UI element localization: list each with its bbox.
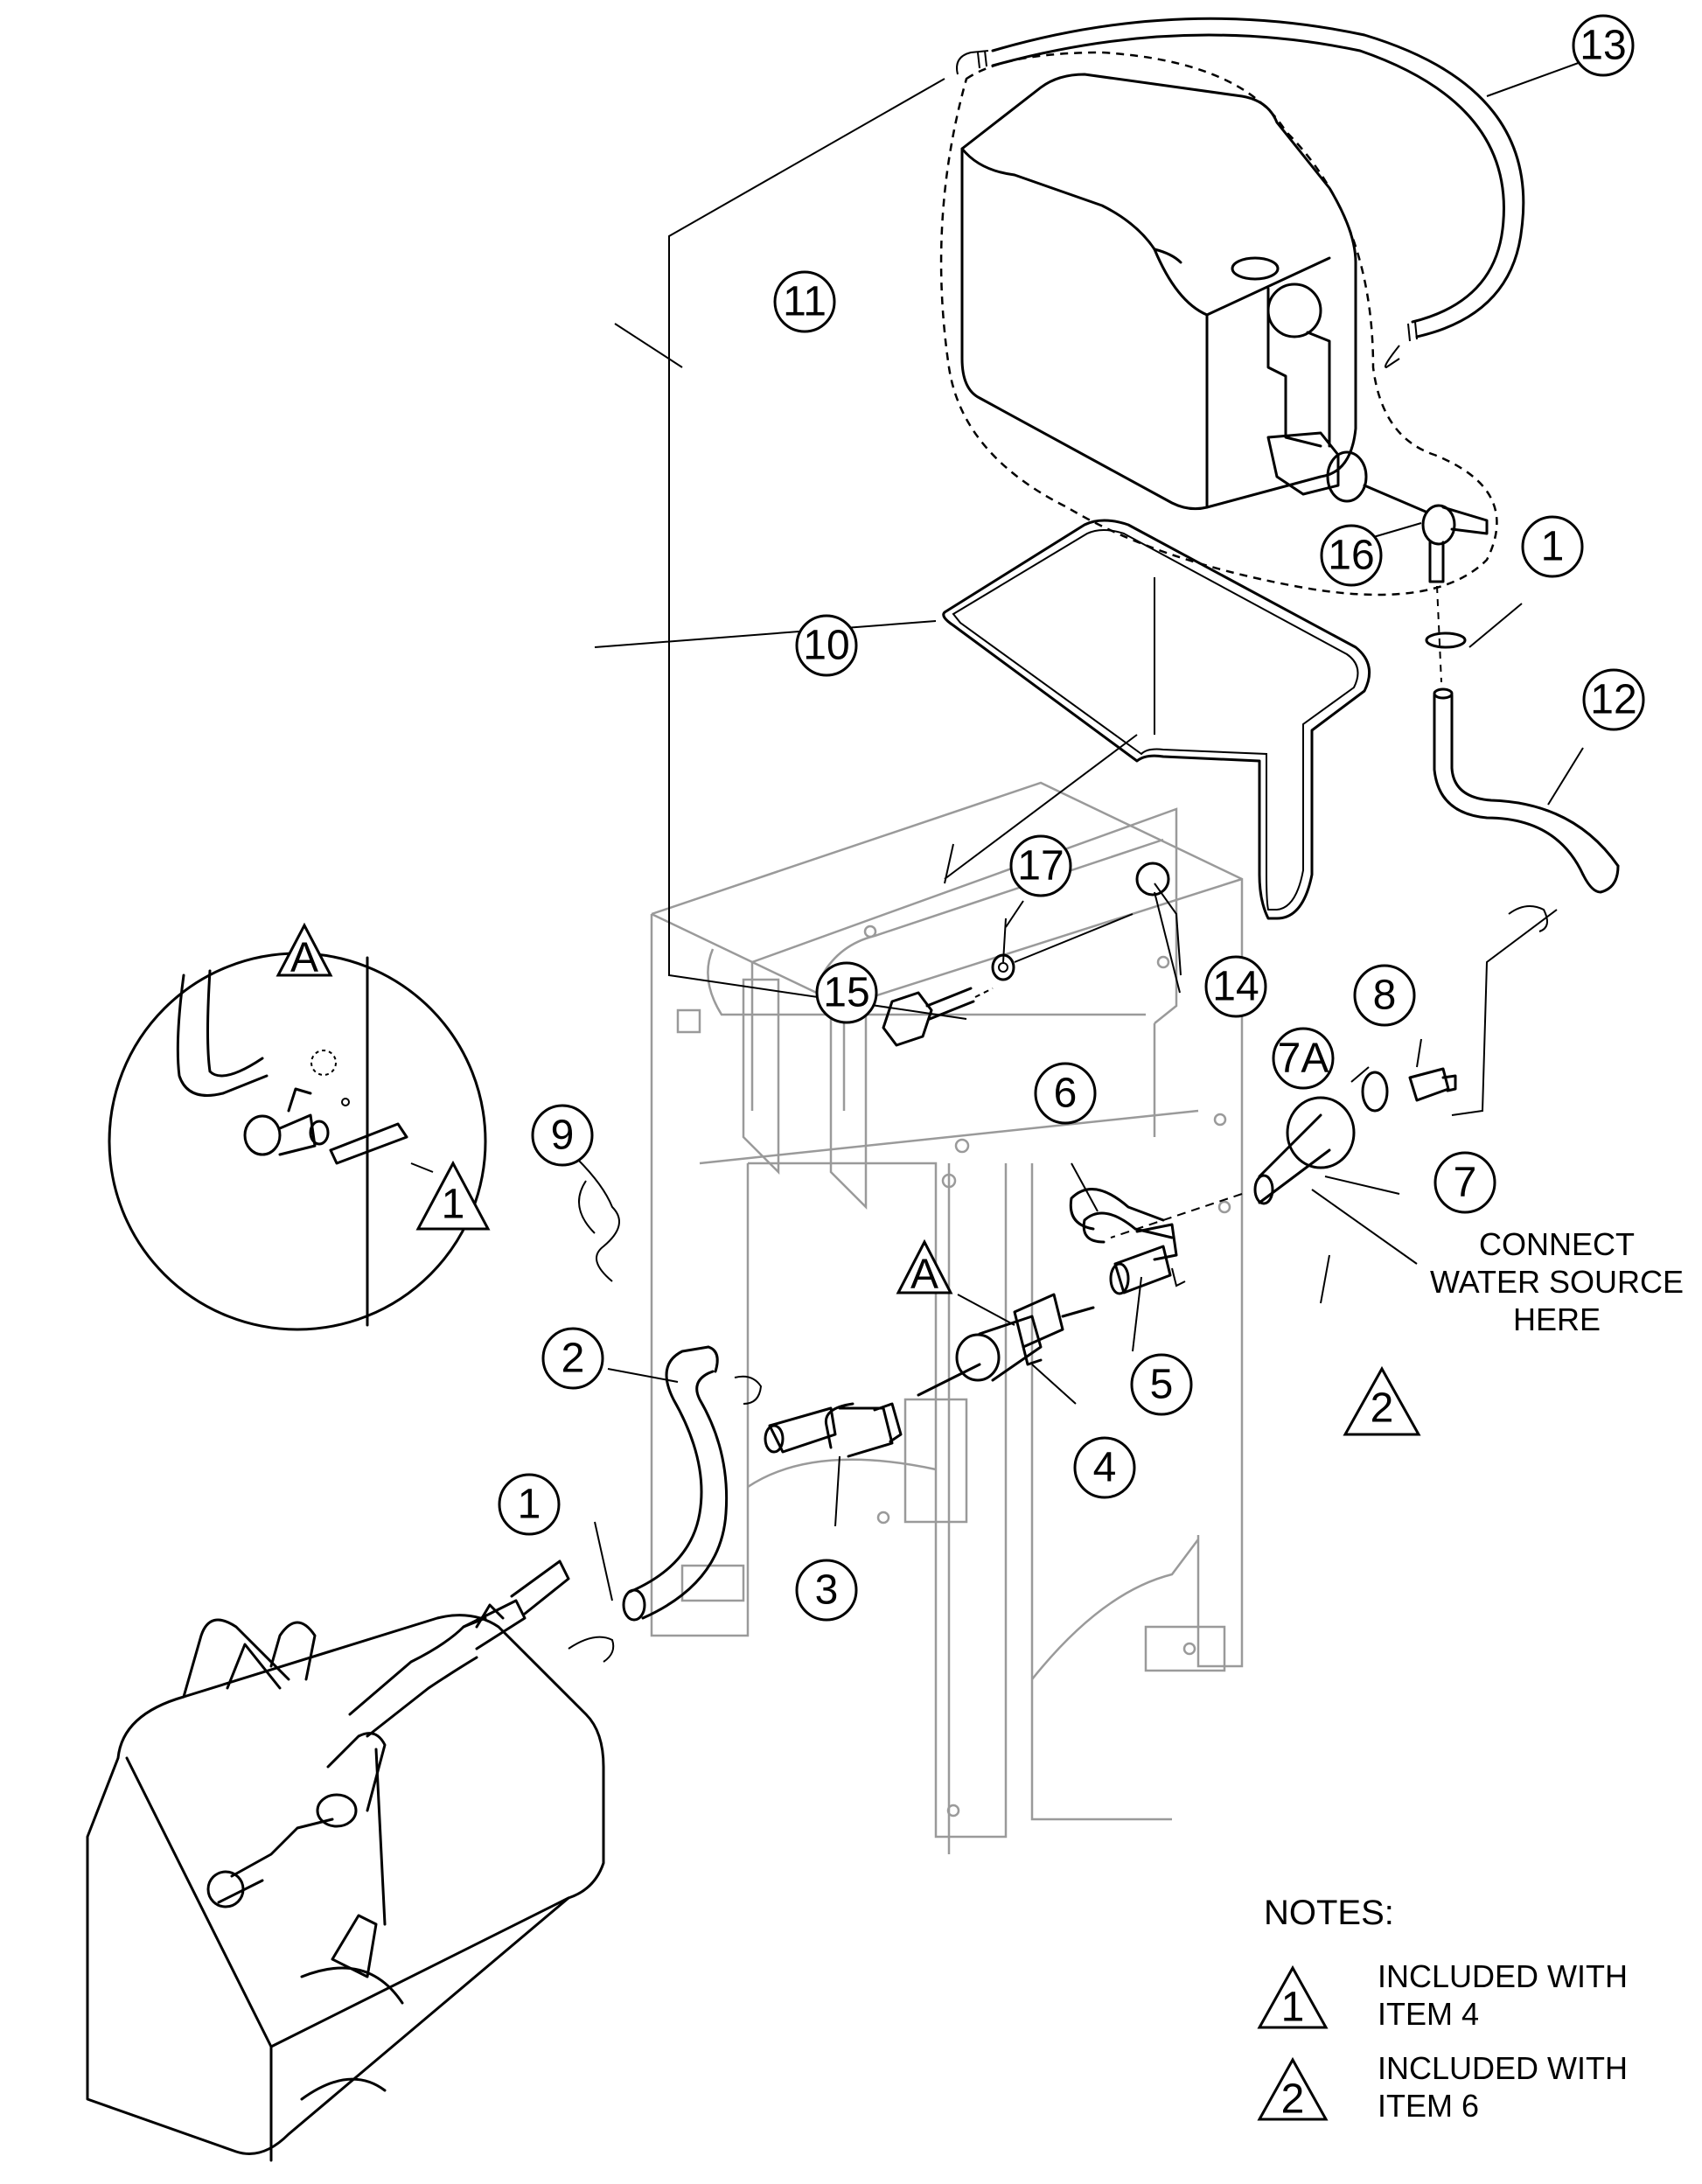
svg-text:7A: 7A (1278, 1036, 1329, 1082)
supply-hose (568, 1345, 763, 1663)
svg-text:15: 15 (823, 970, 869, 1016)
svg-text:3: 3 (815, 1567, 839, 1614)
svg-text:HERE: HERE (1513, 1301, 1601, 1337)
svg-text:12: 12 (1590, 677, 1636, 723)
svg-text:1: 1 (1281, 1985, 1305, 2031)
fittings-center (764, 1188, 1186, 1458)
svg-text:8: 8 (1373, 973, 1397, 1019)
svg-text:ITEM 4: ITEM 4 (1378, 1996, 1479, 2032)
water-tank (960, 73, 1368, 511)
svg-text:2: 2 (562, 1336, 585, 1382)
callout-17: 17 (1009, 834, 1072, 897)
svg-text:14: 14 (1212, 964, 1259, 1010)
callout-14: 14 (1204, 955, 1267, 1018)
svg-text:10: 10 (803, 623, 849, 669)
overflow-hose (956, 17, 1525, 369)
leader-lines (410, 60, 1584, 1601)
note-2-marker-nut: 2 (1343, 1365, 1421, 1436)
callout-1-top: 1 (1521, 515, 1584, 578)
drain-hose (1433, 694, 1620, 1116)
stand-frame (650, 781, 1244, 1854)
svg-text:1: 1 (1541, 524, 1565, 570)
callout-9: 9 (531, 1104, 594, 1167)
detail-a-marker-main: A (896, 1239, 953, 1298)
svg-text:9: 9 (551, 1113, 575, 1159)
svg-text:2: 2 (1371, 1385, 1394, 1432)
drain-valve (1363, 484, 1489, 700)
svg-text:1: 1 (518, 1482, 541, 1528)
svg-text:A: A (290, 935, 318, 981)
notes-symbol-1: 1 (1257, 1964, 1329, 2031)
svg-text:7: 7 (1454, 1160, 1477, 1206)
callout-5: 5 (1130, 1353, 1193, 1416)
callout-11: 11 (773, 270, 836, 333)
svg-text:17: 17 (1017, 843, 1064, 890)
svg-text:2: 2 (1281, 2076, 1305, 2123)
detail-inset (108, 952, 487, 1331)
notes-title: NOTES: (1264, 1894, 1394, 1932)
svg-text:CONNECT: CONNECT (1479, 1226, 1635, 1262)
notes-block: NOTES: 1 INCLUDED WITH ITEM 4 2 INCLUDED… (1257, 1894, 1628, 2124)
svg-text:16: 16 (1328, 533, 1374, 579)
callout-10: 10 (795, 614, 858, 677)
pump-assembly (86, 1560, 605, 2162)
callout-15: 15 (815, 961, 878, 1024)
svg-text:13: 13 (1580, 23, 1626, 69)
callout-12: 12 (1582, 668, 1645, 731)
callout-8: 8 (1353, 964, 1416, 1027)
svg-text:WATER SOURCE: WATER SOURCE (1430, 1264, 1684, 1300)
svg-text:1: 1 (442, 1182, 465, 1228)
gasket (942, 519, 1371, 920)
callout-7a: 7A (1272, 1027, 1335, 1090)
svg-text:11: 11 (783, 279, 827, 325)
callout-2: 2 (541, 1327, 604, 1390)
svg-text:INCLUDED WITH: INCLUDED WITH (1378, 2050, 1628, 2086)
svg-text:ITEM 6: ITEM 6 (1378, 2088, 1479, 2124)
svg-text:5: 5 (1150, 1362, 1174, 1408)
callout-16: 16 (1320, 524, 1383, 587)
callout-1-bottom: 1 (498, 1473, 561, 1536)
water-source-annotation: CONNECT WATER SOURCE HERE (1430, 1226, 1684, 1337)
detail-a-marker-inset: A (276, 922, 333, 981)
callout-13: 13 (1572, 14, 1635, 77)
svg-text:4: 4 (1093, 1445, 1117, 1491)
callout-6: 6 (1034, 1062, 1097, 1125)
callout-4: 4 (1073, 1436, 1136, 1499)
callout-3: 3 (795, 1559, 858, 1622)
svg-text:6: 6 (1054, 1071, 1078, 1117)
notes-symbol-2: 2 (1257, 2056, 1329, 2123)
callout-7: 7 (1433, 1151, 1496, 1214)
svg-text:A: A (910, 1252, 938, 1298)
note-1-marker-inset: 1 (415, 1160, 491, 1231)
svg-text:INCLUDED WITH: INCLUDED WITH (1378, 1958, 1628, 1994)
fittings-right (1110, 1067, 1457, 1239)
tank-assembly-outline (939, 51, 1498, 597)
